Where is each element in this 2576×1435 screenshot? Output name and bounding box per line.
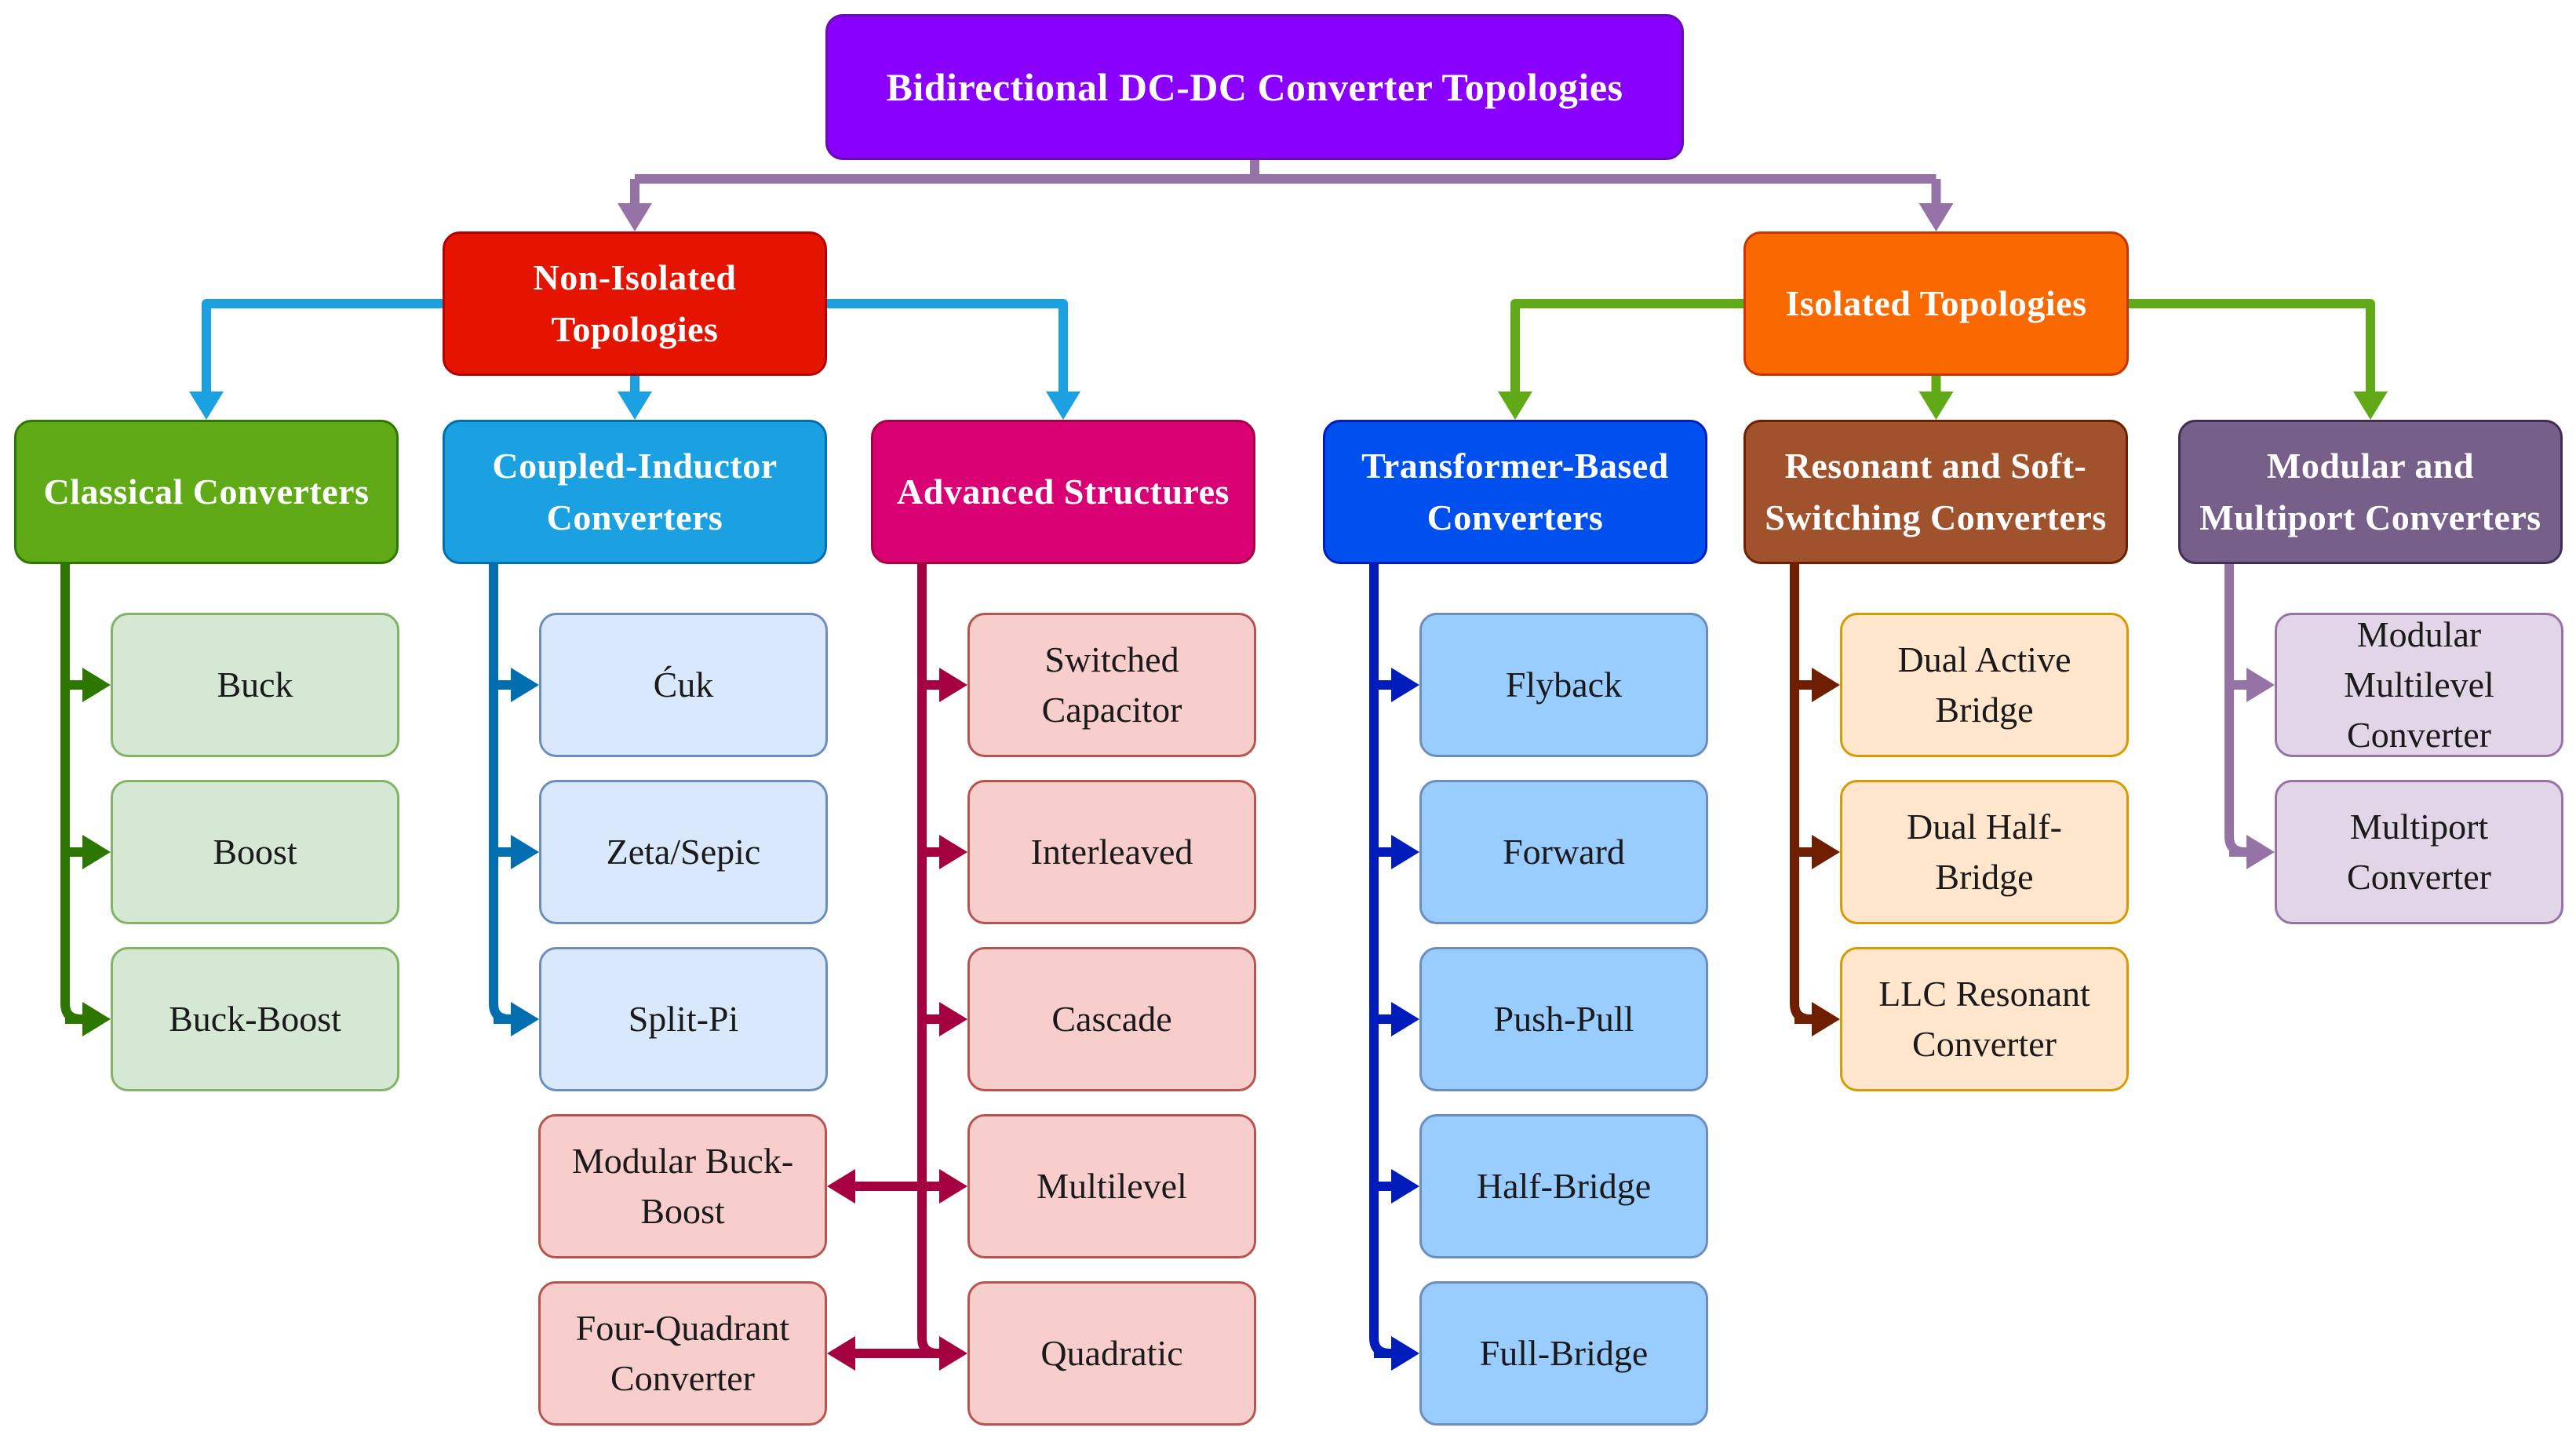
leaf-classical-0: Buck xyxy=(111,613,399,757)
arrow-head xyxy=(82,1002,111,1036)
arrow-head xyxy=(939,668,967,702)
leaf-transformer-0: Flyback xyxy=(1419,613,1708,757)
arrow-head xyxy=(2353,392,2388,420)
arrow-head xyxy=(827,1169,855,1204)
leaf-transformer-4: Full-Bridge xyxy=(1419,1281,1708,1426)
leaf-coupled-inductor-1: Zeta/Sepic xyxy=(539,780,828,924)
leaf-advanced-1: Interleaved xyxy=(967,780,1256,924)
arrow-head xyxy=(82,835,111,869)
arrow-head xyxy=(1498,392,1532,420)
category-resonant: Resonant and Soft- Switching Converters xyxy=(1743,420,2128,564)
arrow-head xyxy=(1812,1002,1840,1036)
arrow-head xyxy=(1812,668,1840,702)
item-connector xyxy=(489,564,510,1024)
leaf-advanced-left-1: Four-Quadrant Converter xyxy=(538,1281,827,1426)
arrow-head xyxy=(1391,668,1419,702)
arrow-head xyxy=(1812,835,1840,869)
category-modular: Modular and Multiport Converters xyxy=(2178,420,2563,564)
leaf-classical-1: Boost xyxy=(111,780,399,924)
category-coupled-inductor: Coupled-Inductor Converters xyxy=(443,420,827,564)
arrow-head xyxy=(2246,835,2275,869)
leaf-coupled-inductor-0: Ćuk xyxy=(539,613,828,757)
group-connector xyxy=(202,299,443,393)
leaf-transformer-1: Forward xyxy=(1419,780,1708,924)
root-connector xyxy=(635,160,1937,184)
arrow-head xyxy=(511,835,539,869)
leaf-advanced-left-0: Modular Buck- Boost xyxy=(538,1114,827,1258)
root-node: Bidirectional DC-DC Converter Topologies xyxy=(825,14,1684,160)
group-non-isolated: Non-Isolated Topologies xyxy=(443,231,827,376)
leaf-modular-0: Modular Multilevel Converter xyxy=(2275,613,2563,757)
leaf-modular-1: Multiport Converter xyxy=(2275,780,2563,924)
group-connector xyxy=(827,299,1068,393)
arrow-head xyxy=(2246,668,2275,702)
arrow-head xyxy=(1391,1336,1419,1371)
arrow-head xyxy=(827,1336,855,1371)
leaf-transformer-2: Push-Pull xyxy=(1419,947,1708,1091)
arrow-head xyxy=(618,392,652,420)
leaf-resonant-0: Dual Active Bridge xyxy=(1840,613,2129,757)
leaf-resonant-1: Dual Half- Bridge xyxy=(1840,780,2129,924)
arrow-head xyxy=(82,668,111,702)
category-classical: Classical Converters xyxy=(14,420,399,564)
arrow-head xyxy=(1046,392,1080,420)
arrow-head xyxy=(618,203,652,231)
arrow-head xyxy=(1918,392,1954,420)
arrow-head xyxy=(511,668,539,702)
leaf-advanced-3: Multilevel xyxy=(967,1114,1256,1258)
arrow-head xyxy=(1391,835,1419,869)
leaf-resonant-2: LLC Resonant Converter xyxy=(1840,947,2129,1091)
arrow-head xyxy=(1918,203,1954,231)
leaf-transformer-3: Half-Bridge xyxy=(1419,1114,1708,1258)
category-transformer: Transformer-Based Converters xyxy=(1323,420,1707,564)
arrow-head xyxy=(939,1169,967,1204)
group-connector xyxy=(1510,299,1743,393)
item-connector xyxy=(1790,564,1811,1024)
item-connector xyxy=(2224,564,2246,857)
leaf-classical-2: Buck-Boost xyxy=(111,947,399,1091)
arrow-head xyxy=(1391,1169,1419,1204)
group-isolated: Isolated Topologies xyxy=(1743,231,2129,376)
leaf-advanced-2: Cascade xyxy=(967,947,1256,1091)
arrow-head xyxy=(939,835,967,869)
item-connector xyxy=(60,564,82,1024)
arrow-head xyxy=(939,1336,967,1371)
leaf-advanced-4: Quadratic xyxy=(967,1281,1256,1426)
leaf-coupled-inductor-2: Split-Pi xyxy=(539,947,828,1091)
category-advanced: Advanced Structures xyxy=(871,420,1255,564)
arrow-head xyxy=(189,392,224,420)
arrow-head xyxy=(1391,1002,1419,1036)
leaf-advanced-0: Switched Capacitor xyxy=(967,613,1256,757)
arrow-head xyxy=(939,1002,967,1036)
arrow-head xyxy=(511,1002,539,1036)
group-connector xyxy=(2129,299,2375,393)
